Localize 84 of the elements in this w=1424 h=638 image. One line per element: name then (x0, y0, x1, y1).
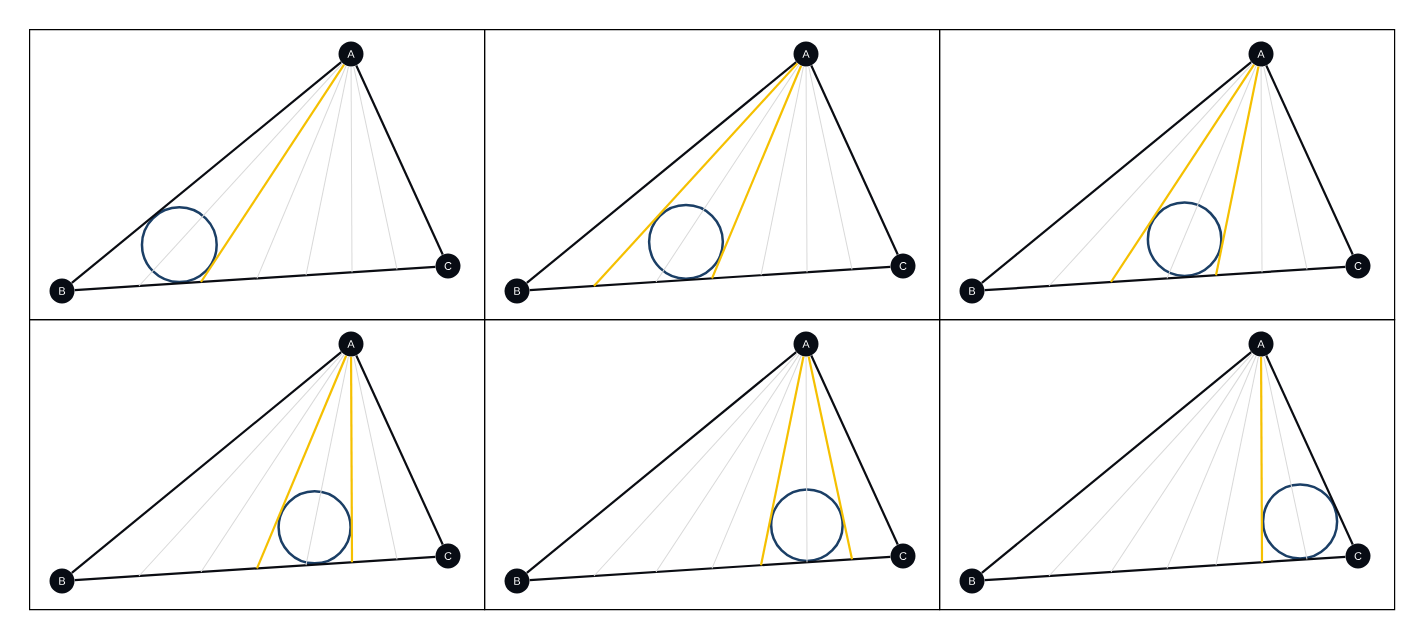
vertex-label: C (1345, 543, 1371, 569)
triangle-side (981, 351, 1252, 574)
cevian-line (805, 66, 808, 273)
vertex-label: C (890, 253, 916, 279)
cevian-line (1166, 65, 1257, 279)
cevian-line (1259, 356, 1264, 563)
vertex-label: B (959, 568, 985, 594)
cevian-line (711, 355, 802, 569)
cevian-line (256, 355, 348, 569)
triangle-side (1265, 355, 1354, 545)
vertex-label: B (49, 568, 75, 594)
vertex-label: C (890, 543, 916, 569)
cevian-line (1166, 355, 1257, 569)
triangle-side (529, 265, 891, 292)
panel-frame (939, 29, 1396, 321)
cevian-line (305, 65, 349, 276)
inscribed-circle (647, 203, 725, 280)
vertex-label: A (793, 331, 819, 357)
cevian-line (138, 352, 343, 577)
triangle-side (810, 65, 899, 255)
cevian-line (353, 65, 398, 270)
panel-frame (29, 29, 486, 321)
cevian-line (1110, 64, 1255, 283)
cevian-line (1263, 355, 1308, 560)
cevian-line (138, 62, 343, 287)
triangle-side (526, 61, 797, 284)
cevian-line (593, 62, 799, 287)
inscribed-circle (140, 206, 218, 284)
cevian-line (200, 354, 345, 573)
panel-frame (484, 319, 941, 611)
cevian-line (256, 65, 347, 279)
cevian-line (1110, 354, 1255, 573)
cevian-line (353, 355, 398, 560)
triangle-side (529, 555, 891, 582)
triangle-side (74, 265, 436, 292)
cevian-line (759, 356, 805, 566)
triangle-side (981, 61, 1252, 284)
triangle-side (1265, 65, 1354, 255)
cevian-line (200, 64, 345, 283)
cevian-line (1048, 352, 1253, 577)
triangle-side (810, 355, 899, 545)
cevian-line (655, 354, 800, 573)
vertex-label: A (1248, 41, 1274, 67)
cevian-line (655, 64, 800, 283)
cevian-line (350, 66, 353, 273)
cevian-line (1214, 66, 1260, 276)
cevian-line (593, 352, 798, 577)
triangle-side (355, 65, 444, 255)
cevian-line (305, 355, 349, 566)
vertex-label: B (959, 278, 985, 304)
cevian-line (1263, 65, 1308, 270)
cevian-line (1260, 66, 1263, 273)
vertex-label: C (435, 253, 461, 279)
vertex-label: B (504, 568, 530, 594)
triangle-side (984, 555, 1346, 582)
cevian-line (760, 65, 804, 276)
cevian-line (1215, 355, 1259, 566)
panel-frame (29, 319, 486, 611)
vertex-label: A (338, 41, 364, 67)
inscribed-circle (1146, 201, 1223, 278)
triangle-side (984, 265, 1346, 292)
triangle-side (71, 351, 342, 574)
panel-frame (484, 29, 941, 321)
triangle-side (526, 351, 797, 574)
cevian-line (807, 356, 854, 560)
vertex-label: A (1248, 331, 1274, 357)
vertex-label: B (504, 278, 530, 304)
vertex-label: B (49, 278, 75, 304)
triangle-side (71, 61, 342, 284)
vertex-label: A (793, 41, 819, 67)
inscribed-circle (1261, 483, 1339, 560)
cevian-line (349, 356, 354, 563)
vertex-label: C (1345, 253, 1371, 279)
vertex-label: A (338, 331, 364, 357)
cevian-line (711, 65, 803, 279)
inscribed-circle (769, 488, 844, 563)
cevian-line (805, 356, 808, 563)
panel-frame (939, 319, 1396, 611)
cevian-line (808, 65, 853, 270)
triangle-side (355, 355, 444, 545)
inscribed-circle (277, 490, 352, 565)
cevian-line (1048, 62, 1253, 287)
vertex-label: C (435, 543, 461, 569)
triangle-side (74, 555, 436, 582)
